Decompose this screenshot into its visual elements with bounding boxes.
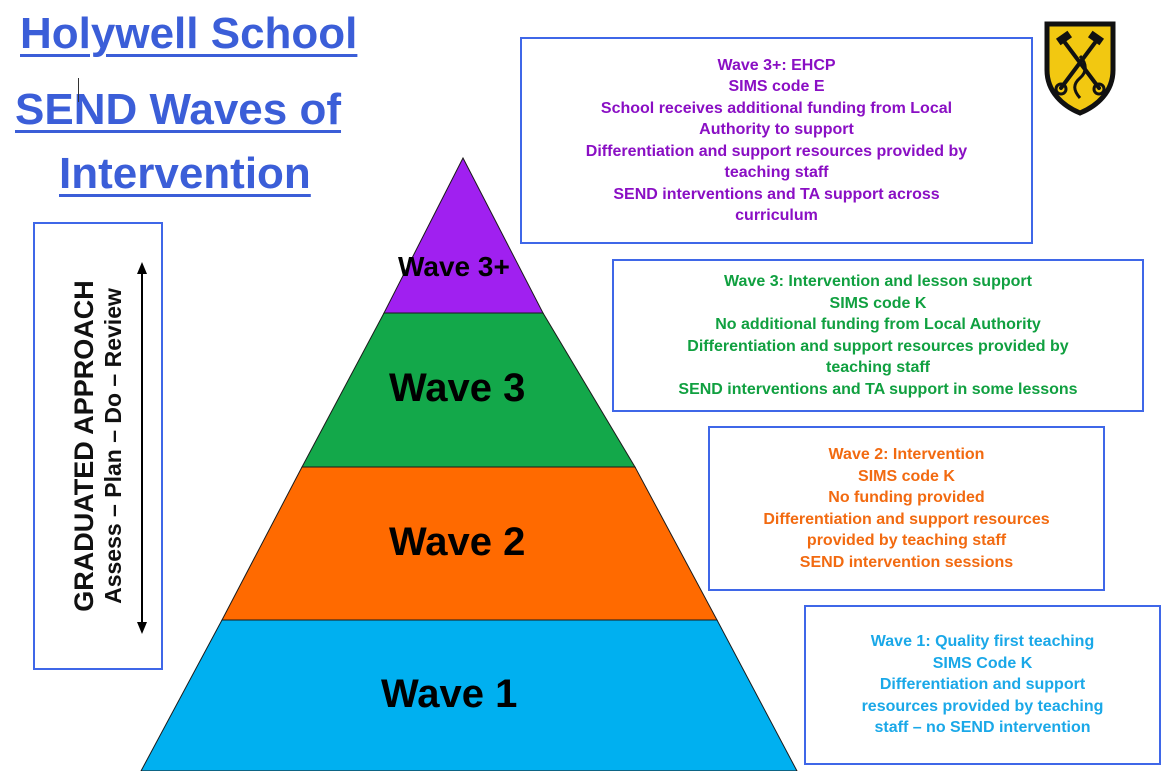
wave3plus-info-line: teaching staff: [724, 164, 829, 181]
wave2-label: Wave 2: [389, 520, 526, 564]
text-cursor: [78, 78, 79, 102]
graduated-approach-box: GRADUATED APPROACH Assess – Plan – Do – …: [33, 222, 163, 670]
wave2-info-line: Differentiation and support resources: [763, 510, 1050, 528]
wave2-info-line: SEND intervention sessions: [799, 553, 1014, 571]
school-crest-icon: [1044, 21, 1116, 116]
wave1-info-line: Differentiation and support: [879, 676, 1086, 694]
wave3-info-line: teaching staff: [825, 359, 930, 376]
wave3plus-info-line: SEND interventions and TA support across: [613, 185, 940, 203]
title-line-3: Intervention: [59, 149, 311, 198]
wave3-label: Wave 3: [389, 366, 526, 410]
title-line-2: SEND Waves of: [15, 85, 342, 134]
wave1-info-box: Wave 1: Quality first teaching SIMS Code…: [804, 605, 1161, 765]
title-line-1: Holywell School: [20, 9, 358, 58]
wave2-info-box: Wave 2: Intervention SIMS code K No fund…: [708, 426, 1105, 591]
wave1-info-line: staff – no SEND intervention: [874, 719, 1091, 737]
wave2-info-line: No funding provided: [828, 489, 985, 506]
pyramid-tier-wave1: [140, 619, 798, 771]
wave3plus-info-box: Wave 3+: EHCP SIMS code E School receive…: [520, 37, 1033, 244]
wave3-info-line: Wave 3: Intervention and lesson support: [724, 273, 1032, 290]
wave3plus-info-line: Differentiation and support resources pr…: [585, 142, 968, 160]
wave3-info-line: SEND interventions and TA support in som…: [678, 380, 1078, 398]
wave2-info-line: provided by teaching staff: [806, 532, 1007, 549]
wave2-info-line: SIMS code K: [858, 467, 955, 485]
double-arrow-icon: [137, 262, 147, 634]
wave3plus-info-line: School receives additional funding from …: [600, 99, 953, 117]
wave3-info-line: Differentiation and support resources pr…: [687, 337, 1069, 355]
wave3-info-line: No additional funding from Local Authori…: [715, 316, 1041, 333]
wave2-info-line: Wave 2: Intervention: [828, 446, 985, 463]
wave3-info-line: SIMS code K: [829, 294, 927, 312]
wave3plus-info-line: Authority to support: [699, 121, 854, 138]
wave3plus-info-line: Wave 3+: EHCP: [717, 56, 836, 74]
wave3plus-label: Wave 3+: [398, 251, 510, 282]
wave3plus-info-line: SIMS code E: [728, 78, 825, 95]
wave1-label: Wave 1: [381, 672, 518, 716]
wave3plus-info-line: curriculum: [735, 207, 818, 224]
wave1-info-line: SIMS Code K: [932, 654, 1033, 672]
wave1-info-line: resources provided by teaching: [861, 697, 1104, 715]
wave1-info-line: Wave 1: Quality first teaching: [870, 633, 1095, 651]
wave3-info-box: Wave 3: Intervention and lesson support …: [612, 259, 1144, 412]
